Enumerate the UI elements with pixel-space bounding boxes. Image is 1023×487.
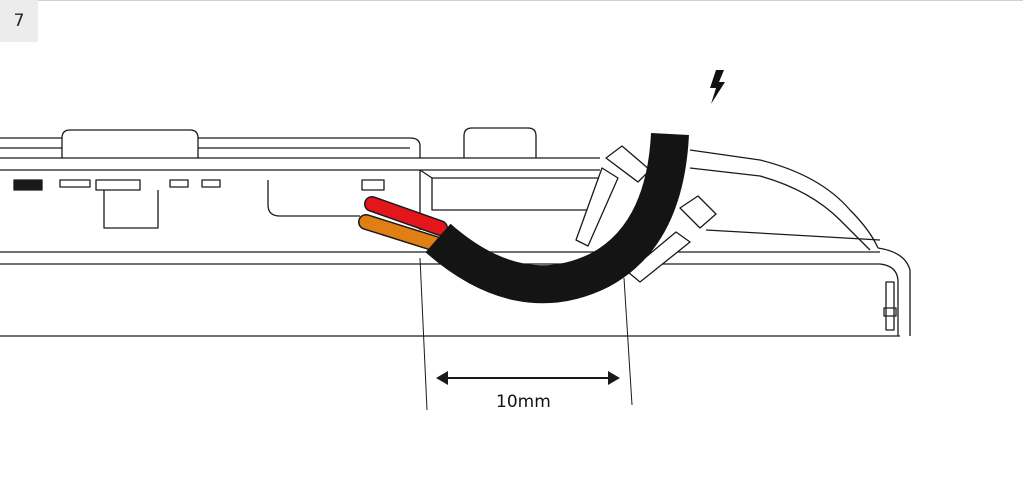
housing-connector-block — [13, 179, 385, 229]
dimension-marker — [419, 257, 633, 411]
dimension-extension-right — [623, 277, 633, 406]
cable-sheath — [425, 132, 689, 304]
top-border — [0, 0, 1023, 1]
dimension-extension-left — [419, 257, 428, 411]
cable-wires — [358, 196, 448, 252]
dimension-arrow-left — [436, 371, 448, 385]
housing-right-end — [689, 149, 911, 336]
dimension-label: 10mm — [496, 392, 551, 412]
housing-top-rail — [0, 127, 600, 171]
live-wire — [365, 197, 447, 235]
housing-inner-chamber — [419, 169, 600, 230]
dimension-arrow-right — [608, 371, 620, 385]
neutral-wire — [359, 215, 443, 251]
lightning-bolt-icon — [710, 70, 725, 104]
step-number-badge: 7 — [0, 0, 38, 42]
